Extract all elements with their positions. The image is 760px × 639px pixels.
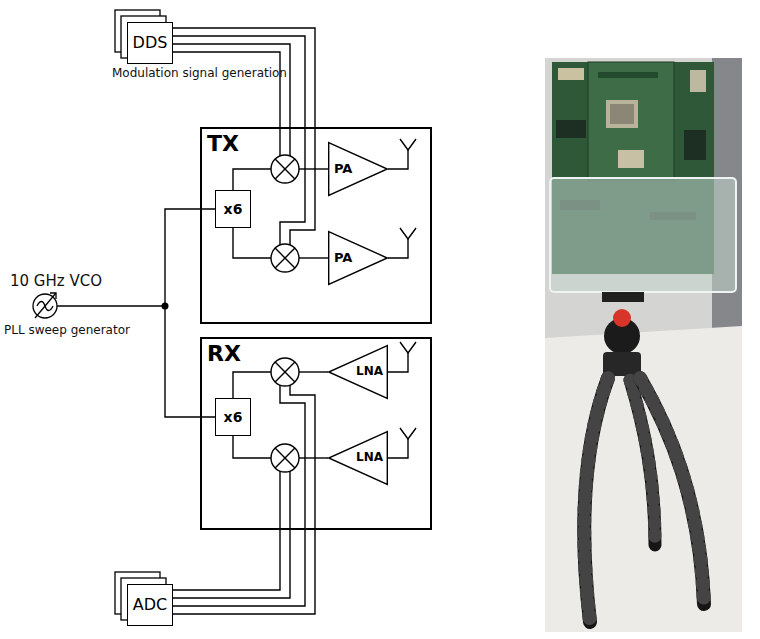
mixer-symbol-part xyxy=(271,358,299,386)
mixer-symbol-part xyxy=(275,448,295,468)
signal-wire-part xyxy=(172,44,290,156)
radar-photo-part xyxy=(584,378,704,622)
radar-photo-part xyxy=(558,68,584,80)
power-amplifier-triangle xyxy=(329,143,388,196)
low-noise-amplifier-triangle xyxy=(329,432,388,485)
signal-wire-part xyxy=(388,439,408,458)
power-amplifier-triangle xyxy=(329,232,388,285)
radar-photo-part-part xyxy=(584,378,608,622)
block-label: x6 xyxy=(224,409,243,425)
vco-symbol-part xyxy=(35,293,56,318)
signal-wire-part xyxy=(165,209,215,417)
mixer-symbol-part xyxy=(271,444,299,472)
low-noise-amplifier: LNA xyxy=(328,345,388,399)
signal-wire-part xyxy=(233,228,271,258)
signal-wire xyxy=(57,28,408,614)
block-label: x6 xyxy=(224,201,243,217)
antenna-symbol-part xyxy=(400,428,416,439)
mixer-symbol-part xyxy=(271,244,299,272)
signal-wire-part xyxy=(172,385,305,606)
block-label: PA xyxy=(334,162,352,177)
signal-wire-part xyxy=(57,305,165,306)
radar-photo-part xyxy=(588,62,674,180)
radar-photo-part xyxy=(606,100,638,128)
block-label: TX xyxy=(207,131,239,156)
antenna-symbol-part xyxy=(400,342,416,353)
signal-wire-part xyxy=(233,436,271,458)
antenna-symbol-part xyxy=(400,139,416,150)
radar-photo-part xyxy=(690,70,706,92)
block-label: PA xyxy=(334,251,352,266)
vco-symbol-part xyxy=(33,294,57,318)
signal-wire-part xyxy=(233,169,271,190)
radar-photo-part-part xyxy=(584,378,608,622)
radar-photo-part-part xyxy=(640,378,704,604)
rx-module: RXx6LNALNA xyxy=(200,337,432,530)
block-label: DDS xyxy=(133,34,168,52)
vco-symbol xyxy=(33,293,57,318)
signal-wire-part xyxy=(233,372,271,398)
mixer-symbol-part xyxy=(271,155,299,183)
radar-photo-part xyxy=(545,326,742,632)
radar-photo-part xyxy=(550,178,736,292)
radar-photo-part xyxy=(618,150,644,168)
multiplier-box: x6 xyxy=(215,190,251,228)
power-amplifier: PA xyxy=(328,231,388,285)
radar-photo-part xyxy=(684,130,706,160)
radar-photo-part xyxy=(598,72,658,78)
antenna-symbol-part xyxy=(400,228,416,239)
signal-wire-part xyxy=(172,385,315,614)
block-label: LNA xyxy=(356,451,383,465)
radar-photo-part xyxy=(610,104,634,124)
signal-wire-part xyxy=(388,353,408,372)
multiplier-box: x6 xyxy=(215,398,251,436)
block-caption: Modulation signal generation xyxy=(112,67,287,81)
mixer-symbol xyxy=(271,155,299,472)
block-caption: PLL sweep generator xyxy=(4,324,130,338)
signal-wire-part xyxy=(172,28,315,245)
dds-block: DDS xyxy=(127,22,173,64)
block-label: ADC xyxy=(133,596,167,614)
signal-wire-part xyxy=(299,457,328,458)
junction-dot xyxy=(162,303,169,310)
power-amplifier: PA xyxy=(328,142,388,196)
radar-photo-part xyxy=(545,58,742,632)
antenna-symbol xyxy=(400,139,416,439)
oscillator-name: 10 GHz VCO xyxy=(10,273,102,290)
low-noise-amplifier-triangle xyxy=(329,346,388,399)
signal-wire-part xyxy=(172,471,290,598)
block-label: LNA xyxy=(356,365,383,379)
block-label: RX xyxy=(207,341,241,366)
radar-photo-part xyxy=(602,292,644,302)
low-noise-amplifier: LNA xyxy=(328,431,388,485)
signal-wire-part xyxy=(172,471,280,590)
signal-wire-part xyxy=(388,150,408,169)
stacked-card xyxy=(115,10,166,620)
mixer-symbol-part xyxy=(275,362,295,382)
radar-photo-part xyxy=(556,120,586,138)
mixer-symbol-part xyxy=(275,248,295,268)
adc-block: ADC xyxy=(127,584,173,626)
mixer-symbol-part xyxy=(275,159,295,179)
tx-module: TXx6PAPA xyxy=(200,127,432,324)
signal-wire-part xyxy=(299,168,328,169)
signal-wire-part xyxy=(299,257,328,258)
signal-wire-part xyxy=(299,371,328,372)
radar-photo-part xyxy=(613,309,631,327)
signal-wire-part xyxy=(388,239,408,258)
vco-symbol-part xyxy=(50,293,56,299)
radar-photo xyxy=(545,58,742,632)
radar-photo-part-part xyxy=(640,378,704,604)
